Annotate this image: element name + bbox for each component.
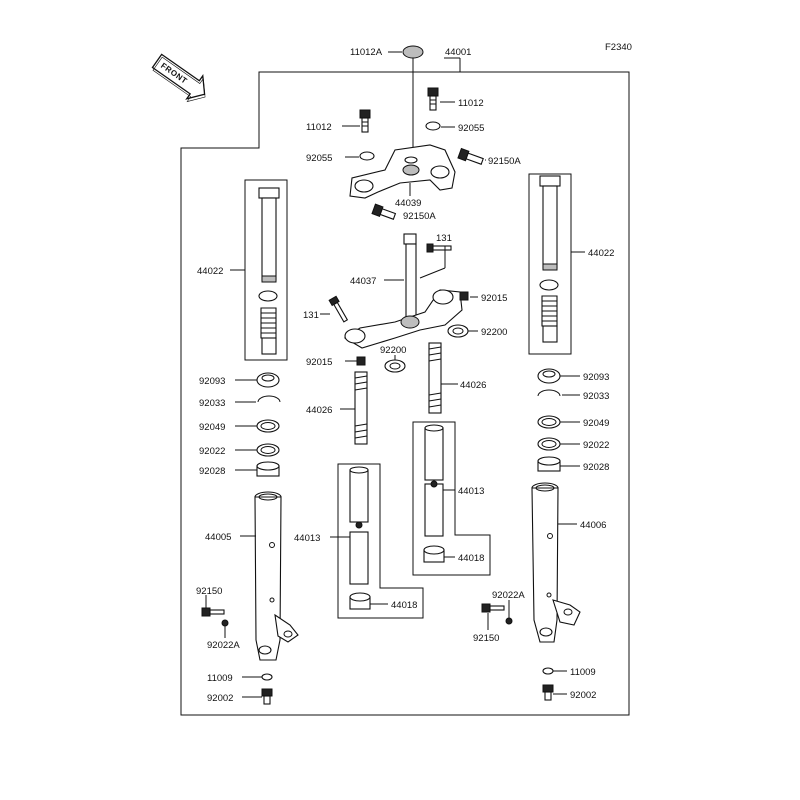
label-washer-92200-mid: 92200 <box>380 345 406 356</box>
bush-92028-right <box>537 456 561 472</box>
right-tube-group-box <box>412 421 491 576</box>
cap-11012a <box>402 45 424 59</box>
left-tube-group-box <box>337 463 424 619</box>
label-stem: 44037 <box>350 276 376 287</box>
bolt-92150-left <box>201 607 225 617</box>
label-washer-left-92022a: 92022A <box>207 640 240 651</box>
spring-44026-left <box>354 371 368 445</box>
nut-left <box>356 356 366 366</box>
label-oring-right: 92055 <box>458 123 484 134</box>
label-clip-right-92033: 92033 <box>583 391 609 402</box>
right-pipe-box <box>528 173 572 355</box>
label-tube-right-44013: 44013 <box>458 486 484 497</box>
washer-92200-right <box>447 324 469 338</box>
label-bolt-upper-lower: 92150A <box>403 211 436 222</box>
label-drain-left-92002: 92002 <box>207 693 233 704</box>
label-assembly: 44001 <box>445 47 471 58</box>
inner-tube-44013-left <box>349 466 369 585</box>
label-pipe-right: 44022 <box>588 248 614 259</box>
label-oring-left: 92055 <box>306 153 332 164</box>
label-bolt-131-left: 131 <box>303 310 319 321</box>
bolt-92150-right <box>481 603 505 613</box>
bleed-screw-left <box>359 109 371 133</box>
oring-left <box>359 151 375 161</box>
label-washer-right-92049: 92049 <box>583 418 609 429</box>
label-upper-bracket: 44039 <box>395 198 421 209</box>
assembly-boundary <box>180 71 630 716</box>
label-bush-right-92028: 92028 <box>583 462 609 473</box>
label-piece-right-44018: 44018 <box>458 553 484 564</box>
label-cap-right: 11012 <box>458 98 484 109</box>
washer-92022a-right <box>505 617 513 625</box>
washer-92049-left <box>256 419 280 433</box>
bolt-92150a-lower <box>371 203 397 220</box>
inner-tube-44013-right <box>424 424 444 537</box>
label-gasket-left-11009: 11009 <box>207 673 233 684</box>
label-seal-left-92022: 92022 <box>199 446 225 457</box>
oring-right <box>425 121 441 131</box>
label-outer-left: 44005 <box>205 532 231 543</box>
outer-tube-44005 <box>254 491 299 661</box>
label-cap-left: 11012 <box>306 122 332 133</box>
left-fork-pipe <box>258 187 280 355</box>
gasket-11009-right <box>542 667 554 675</box>
clip-92033-right <box>537 389 561 397</box>
piece-44018-right <box>423 545 445 563</box>
label-seal-right-92022: 92022 <box>583 440 609 451</box>
washer-92049-right <box>537 415 561 429</box>
seal-92022-right <box>537 437 561 451</box>
label-washer-92200-right: 92200 <box>481 327 507 338</box>
bleed-screw-right <box>427 87 439 111</box>
label-tube-left-44013: 44013 <box>294 533 320 544</box>
label-bolt-upper-right: 92150A <box>488 156 521 167</box>
washer-92022a-left <box>221 619 229 627</box>
label-washer-left-92049: 92049 <box>199 422 225 433</box>
piece-44018-left <box>349 592 371 610</box>
bush-92028-left <box>256 461 280 477</box>
label-seal-left-92093: 92093 <box>199 376 225 387</box>
diagram-code: F2340 <box>605 42 632 53</box>
washer-92200-mid <box>384 359 406 373</box>
label-outer-right: 44006 <box>580 520 606 531</box>
label-bolt-left-92150: 92150 <box>196 586 222 597</box>
nut-right <box>459 291 469 301</box>
drain-92002-left <box>261 688 273 705</box>
clip-92033-left <box>257 395 281 403</box>
label-nut-left: 92015 <box>306 357 332 368</box>
steering-stem-44037 <box>343 233 463 349</box>
label-gasket-right-11009: 11009 <box>570 667 596 678</box>
seal-92022-left <box>256 443 280 457</box>
label-pipe-left: 44022 <box>197 266 223 277</box>
label-washer-right-92022a: 92022A <box>492 590 525 601</box>
label-bush-left-92028: 92028 <box>199 466 225 477</box>
outer-tube-44006 <box>531 482 581 643</box>
upper-bracket-44039 <box>349 144 456 199</box>
label-spring-right: 44026 <box>460 380 486 391</box>
label-seal-right-92093: 92093 <box>583 372 609 383</box>
front-arrow-icon: FRONT <box>151 53 206 103</box>
label-bolt-right-92150: 92150 <box>473 633 499 644</box>
label-drain-right-92002: 92002 <box>570 690 596 701</box>
gasket-11009-left <box>261 673 273 681</box>
bolt-131-right <box>426 243 452 253</box>
bolt-131-left <box>328 295 349 323</box>
label-piece-left-44018: 44018 <box>391 600 417 611</box>
spring-44026-right <box>428 342 442 414</box>
label-bolt-131-right: 131 <box>436 233 452 244</box>
label-cap-top: 11012A <box>350 47 383 58</box>
label-nut-right: 92015 <box>481 293 507 304</box>
bolt-92150a-upper <box>457 147 484 165</box>
label-spring-left: 44026 <box>306 405 332 416</box>
right-fork-pipe <box>539 175 561 343</box>
label-clip-left-92033: 92033 <box>199 398 225 409</box>
drain-92002-right <box>542 684 554 701</box>
